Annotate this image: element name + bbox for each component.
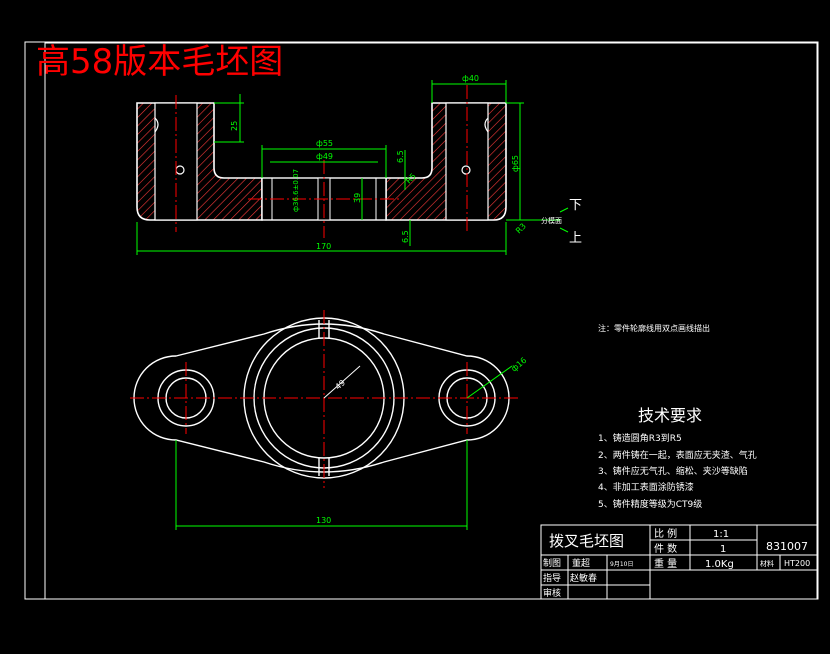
title-block-text: 拨叉毛坯图 比 例 1:1 件 数 1 重 量 1.0Kg 材料 HT200 8… [543,527,810,599]
tech-title: 技术要求 [638,406,702,425]
section-view [136,85,507,238]
tech-item: 1、铸造圆角R3到R5 [598,432,682,444]
dim-phi65: ф65 [511,155,520,172]
weight-value: 1.0Kg [705,559,734,570]
dim-6-5-bottom: 6.5 [401,230,410,243]
dim-tolerance: ф36.6±0.07 [292,169,300,212]
weight-label: 重 量 [654,557,677,570]
draw-label: 制图 [543,557,561,569]
dim-r49: 49 [334,378,348,391]
pin-hole-right [461,165,471,175]
material-label: 材料 [760,559,774,568]
draw-name: 董超 [572,557,590,569]
top-view-centerlines [130,310,520,488]
scale-label: 比 例 [654,527,677,540]
dim-25: 25 [230,121,239,131]
count-value: 1 [720,544,726,555]
top-view-outline [133,323,510,473]
title-block [540,524,818,600]
part-name: 拨叉毛坯图 [549,532,624,550]
top-view-dimensions [175,365,513,530]
dim-phi16: ф16 [510,356,529,374]
top-view [133,317,510,479]
drawing-number: 831007 [766,540,808,553]
lug-left [154,117,159,133]
parting-up: 上 [569,231,582,246]
guide-name: 赵敏春 [570,572,597,584]
scale-value: 1:1 [713,529,729,540]
dim-r3: R3 [514,222,528,236]
tech-item: 4、非加工表面涂防锈漆 [598,481,694,493]
dim-phi40: ф40 [462,74,479,83]
draw-date: 9月10日 [610,561,633,568]
parting-down: 下 [569,198,582,213]
dim-170: 170 [316,242,331,251]
material-value: HT200 [784,559,810,568]
note-text: 注：零件轮廓线用双点画线描出 [598,323,710,333]
section-dimensions [136,80,569,255]
count-label: 件 数 [654,542,677,555]
tech-list: 1、铸造圆角R3到R5 2、两件铸在一起，表面应无夹渣、气孔 3、铸件应无气孔、… [598,432,757,510]
drawing-heading: 高58版本毛坯图 [36,42,283,82]
inner-border [44,42,818,600]
lug-right [484,117,489,133]
tech-item: 5、铸件精度等级为CT9级 [598,498,702,510]
dim-39: 39 [353,193,362,203]
parting-label: 分模面 [541,216,562,225]
dim-130: 130 [316,516,331,525]
tech-item: 3、铸件应无气孔、缩松、夹沙等缺陷 [598,465,748,477]
guide-label: 指导 [543,572,561,584]
review-label: 审核 [543,587,561,599]
dim-phi49: ф49 [316,152,333,161]
dim-phi55: ф55 [316,139,333,148]
dim-6-5-top: 6.5 [396,150,405,163]
tech-item: 2、两件铸在一起，表面应无夹渣、气孔 [598,449,757,461]
